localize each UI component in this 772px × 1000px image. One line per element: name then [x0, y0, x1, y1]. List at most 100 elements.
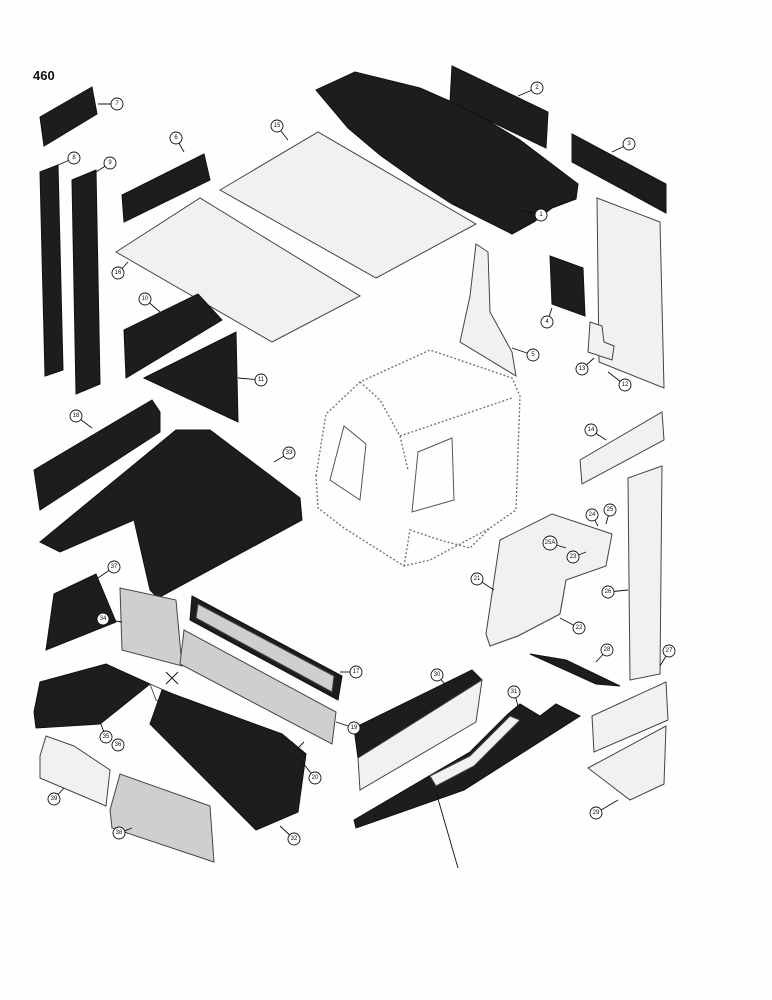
- callout-16: 16: [111, 261, 129, 280]
- callout-circle-19: [347, 721, 361, 735]
- part-7-block: [39, 86, 98, 147]
- callout-circle-17: [349, 665, 363, 679]
- callout-19: 19: [335, 721, 361, 735]
- callout-circle-29: [589, 806, 603, 820]
- part-39-panel: [39, 735, 111, 807]
- callout-number-36: 36: [115, 742, 122, 748]
- callout-2: 2: [517, 81, 544, 97]
- callout-circle-38: [112, 826, 126, 840]
- page-number: 460: [33, 68, 55, 83]
- callout-29: 29: [589, 799, 619, 820]
- callout-number-31: 31: [511, 689, 518, 695]
- callout-31: 31: [507, 685, 521, 707]
- callout-circle-20: [308, 771, 322, 785]
- callout-number-25: 25: [607, 507, 614, 513]
- part-29-panel: [587, 725, 667, 801]
- callout-layer: 1234567891011121314151617181920212223242…: [47, 81, 676, 846]
- callout-number-12: 12: [622, 382, 629, 388]
- callout-circle-9: [103, 156, 117, 170]
- callout-number-20: 20: [312, 775, 319, 781]
- part-38-panel: [109, 773, 215, 863]
- callout-number-27: 27: [666, 648, 673, 654]
- callout-34: 34: [96, 612, 123, 626]
- callout-number-2: 2: [535, 85, 539, 91]
- part-4-grille: [549, 255, 586, 317]
- callout-circle-6: [169, 131, 183, 145]
- callout-circle-39: [47, 792, 61, 806]
- part-19-strip: [179, 629, 337, 745]
- callout-circle-12: [618, 378, 632, 392]
- callout-22: 22: [559, 617, 586, 635]
- callout-circle-30: [430, 668, 444, 682]
- callout-25a: 25A: [542, 535, 567, 551]
- callout-20: 20: [301, 761, 322, 785]
- part-37-panel: [45, 573, 117, 651]
- callout-number-39: 39: [51, 796, 58, 802]
- callout-circle-7: [110, 97, 124, 111]
- part-9-column: [71, 169, 101, 395]
- callout-number-26: 26: [605, 589, 612, 595]
- callout-number-24: 24: [589, 512, 596, 518]
- part-5-panel: [459, 243, 517, 377]
- callout-35: 35: [99, 721, 113, 744]
- callout-number-19: 19: [351, 725, 358, 731]
- part-26-strip: [627, 465, 663, 681]
- callout-number-18: 18: [73, 413, 80, 419]
- callout-30: 30: [430, 668, 451, 691]
- callout-number-21: 21: [474, 576, 481, 582]
- callout-6: 6: [169, 131, 185, 153]
- marker-cross-right: [291, 741, 305, 755]
- callout-number-9: 9: [108, 160, 112, 166]
- callout-circle-25: [603, 503, 617, 517]
- part-8-column: [39, 164, 64, 377]
- callout-circle-32: [287, 832, 301, 846]
- part-11-panel: [142, 331, 239, 423]
- callout-number-4: 4: [545, 319, 549, 325]
- callout-number-14: 14: [588, 427, 595, 433]
- callout-number-38: 38: [116, 830, 123, 836]
- marker-cross-left: [165, 671, 179, 685]
- part-21-bracket: [485, 513, 613, 647]
- part-18-strip: [33, 399, 161, 511]
- callout-26: 26: [601, 585, 629, 599]
- callout-number-10: 10: [142, 296, 149, 302]
- callout-circle-28: [600, 643, 614, 657]
- callout-number-11: 11: [258, 377, 265, 383]
- callout-number-34: 34: [100, 616, 107, 622]
- callout-13: 13: [575, 357, 595, 376]
- callout-circle-8: [67, 151, 81, 165]
- part-28-strip: [529, 653, 621, 687]
- callout-circle-36: [111, 738, 125, 752]
- callout-25: 25: [603, 503, 617, 525]
- callout-1: 1: [519, 208, 548, 222]
- callout-number-17: 17: [353, 669, 360, 675]
- callout-circle-21: [470, 572, 484, 586]
- callout-number-25a: 25A: [545, 540, 556, 546]
- callout-number-3: 3: [627, 141, 631, 147]
- callout-circle-25a: [542, 535, 558, 551]
- callout-23: 23: [566, 550, 587, 564]
- callout-circle-2: [530, 81, 544, 95]
- part-35-36-cover: [33, 663, 151, 729]
- callout-number-16: 16: [115, 270, 122, 276]
- part-14-strip: [579, 411, 665, 485]
- callout-number-1: 1: [539, 212, 543, 218]
- part-22-bracket-edge: [485, 579, 567, 647]
- callout-32: 32: [279, 825, 301, 846]
- callout-number-33: 33: [286, 450, 293, 456]
- callout-5: 5: [511, 347, 540, 362]
- part-16-board: [115, 197, 362, 343]
- callout-circle-14: [584, 423, 598, 437]
- callout-number-23: 23: [570, 554, 577, 560]
- callout-24: 24: [585, 508, 599, 527]
- callout-27: 27: [659, 644, 676, 667]
- callout-circle-35: [99, 730, 113, 744]
- callout-39: 39: [47, 787, 65, 806]
- callout-7: 7: [98, 97, 124, 111]
- callout-number-30: 30: [434, 672, 441, 678]
- callout-15: 15: [270, 119, 289, 141]
- callout-4: 4: [540, 307, 554, 329]
- callout-number-5: 5: [531, 352, 535, 358]
- part-2-pad: [449, 65, 549, 149]
- callout-circle-23: [566, 550, 580, 564]
